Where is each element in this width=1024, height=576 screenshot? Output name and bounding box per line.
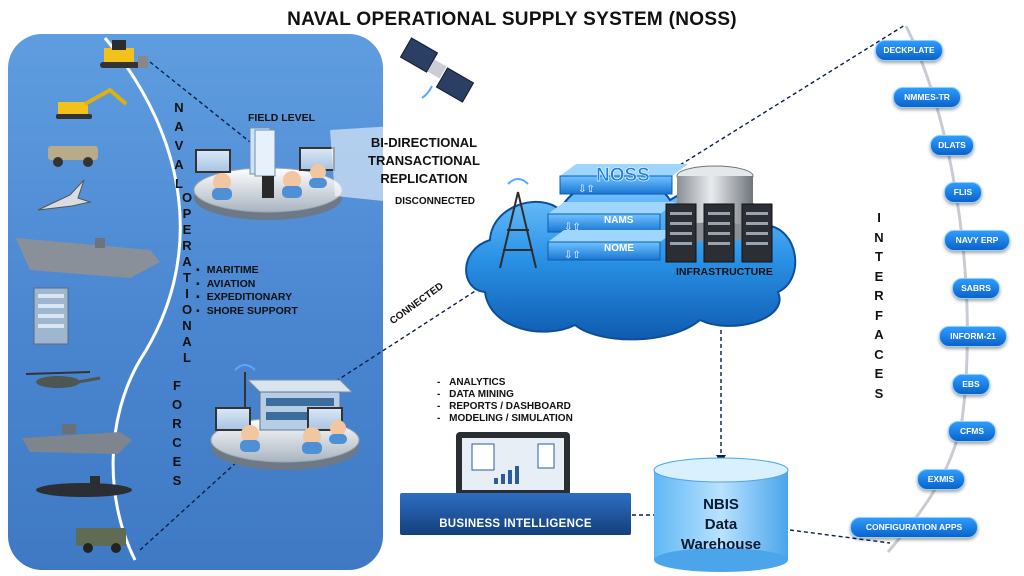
interface-nmmes-tr: NMMES-TR <box>893 87 961 108</box>
interfaces-curve <box>886 25 969 553</box>
infrastructure-label: INFRASTRUCTURE <box>676 266 773 278</box>
interface-deckplate: DECKPLATE <box>875 40 943 61</box>
svg-text:⇩⇧: ⇩⇧ <box>564 222 581 233</box>
interface-configuration-apps: CONFIGURATION APPS <box>850 517 978 538</box>
nams-label: NAMS <box>604 215 634 226</box>
list-item: SHORE SUPPORT <box>196 305 298 319</box>
nbis-warehouse-cylinder <box>653 457 789 572</box>
infrastructure-servers <box>665 165 773 263</box>
svg-text:⇩⇧: ⇩⇧ <box>578 184 595 195</box>
noss-label: NOSS <box>596 165 650 187</box>
interface-flis: FLIS <box>944 182 982 203</box>
nome-label: NOME <box>604 243 634 254</box>
interface-exmis: EXMIS <box>917 469 965 490</box>
disconnected-label: DISCONNECTED <box>395 196 476 207</box>
destroyer-icon <box>22 424 132 454</box>
list-item: REPORTS / DASHBOARD <box>437 401 573 413</box>
business-intelligence-bar <box>400 493 631 535</box>
radio-tower-icon <box>499 178 537 269</box>
interface-dlats: DLATS <box>930 135 974 156</box>
field-level-label: FIELD LEVEL <box>248 112 316 124</box>
satellite-icon <box>399 37 475 103</box>
building-icon <box>33 287 69 345</box>
svg-text:⇩⇧: ⇩⇧ <box>564 250 581 261</box>
connected-site-node <box>210 364 360 470</box>
business-intelligence-label: BUSINESS INTELLIGENCE <box>439 518 592 530</box>
list-item: ANALYTICS <box>437 377 573 389</box>
list-item: AVIATION <box>196 278 298 292</box>
bi-capabilities-list: ANALYTICS DATA MINING REPORTS / DASHBOAR… <box>437 377 573 425</box>
humvee-icon <box>48 146 98 167</box>
interface-sabrs: SABRS <box>952 278 1000 299</box>
dashed-connectors <box>139 24 906 551</box>
field-level-node <box>193 127 343 220</box>
bulldozer-icon <box>100 40 148 68</box>
interface-ebs: EBS <box>952 374 990 395</box>
interface-inform-21: INFORM-21 <box>939 326 1007 347</box>
fighter-jet-icon <box>37 179 92 211</box>
list-item: MARITIME <box>196 264 298 278</box>
list-item: MODELING / SIMULATION <box>437 413 573 425</box>
noss-stack: ⇩⇧ ⇩⇧ ⇩⇧ <box>547 164 688 261</box>
list-item: EXPEDITIONARY <box>196 291 298 305</box>
military-truck-icon <box>76 528 126 553</box>
page-title: NAVAL OPERATIONAL SUPPLY SYSTEM (NOSS) <box>287 9 737 30</box>
excavator-icon <box>56 87 128 119</box>
aircraft-carrier-icon <box>16 238 160 278</box>
interface-navy-erp: NAVY ERP <box>944 230 1010 251</box>
helicopter-icon <box>25 371 101 388</box>
replication-beam <box>330 120 548 212</box>
submarine-icon <box>36 476 132 497</box>
bi-monitor <box>456 432 570 496</box>
list-item: DATA MINING <box>437 389 573 401</box>
force-types-list: MARITIME AVIATION EXPEDITIONARY SHORE SU… <box>196 264 298 318</box>
interface-cfms: CFMS <box>948 421 996 442</box>
vehicle-icons <box>16 40 160 553</box>
